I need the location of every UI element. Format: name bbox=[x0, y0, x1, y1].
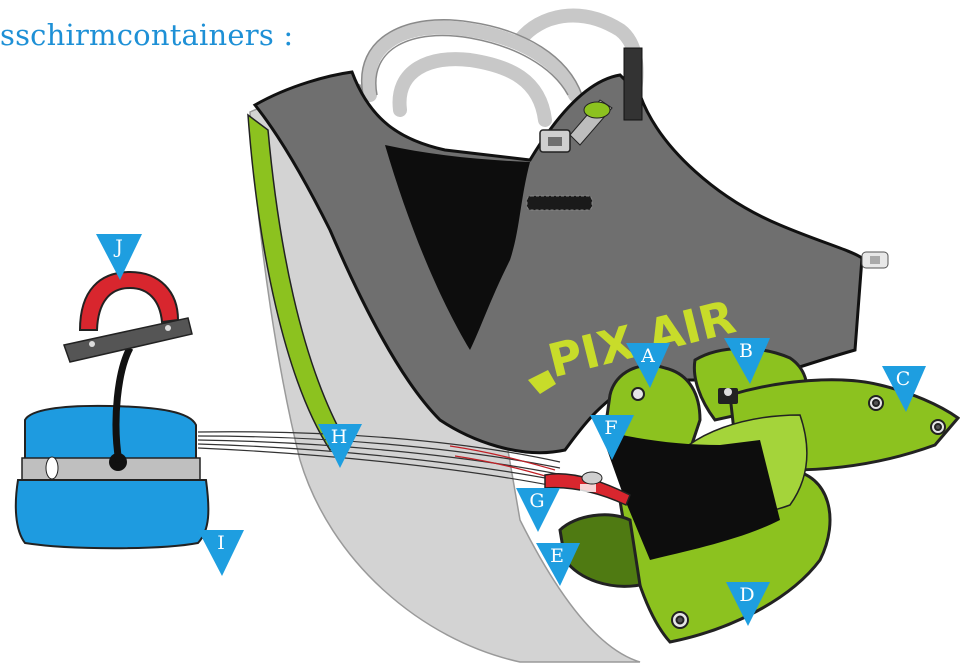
side-adjuster bbox=[624, 48, 642, 120]
label-b: B bbox=[739, 340, 753, 362]
label-g: G bbox=[529, 490, 544, 512]
label-a: A bbox=[640, 345, 655, 367]
label-c: C bbox=[896, 368, 911, 390]
label-e: E bbox=[550, 545, 564, 567]
label-j: J bbox=[113, 236, 123, 258]
lock-tab bbox=[718, 388, 738, 404]
reserve-container bbox=[16, 406, 209, 548]
label-marker-i: I bbox=[198, 530, 244, 576]
label-i: I bbox=[217, 532, 225, 554]
label-f: F bbox=[604, 417, 617, 439]
label-h: H bbox=[331, 426, 348, 448]
label-d: D bbox=[739, 584, 754, 606]
right-buckle bbox=[862, 252, 888, 268]
pocket-strap bbox=[527, 196, 592, 210]
